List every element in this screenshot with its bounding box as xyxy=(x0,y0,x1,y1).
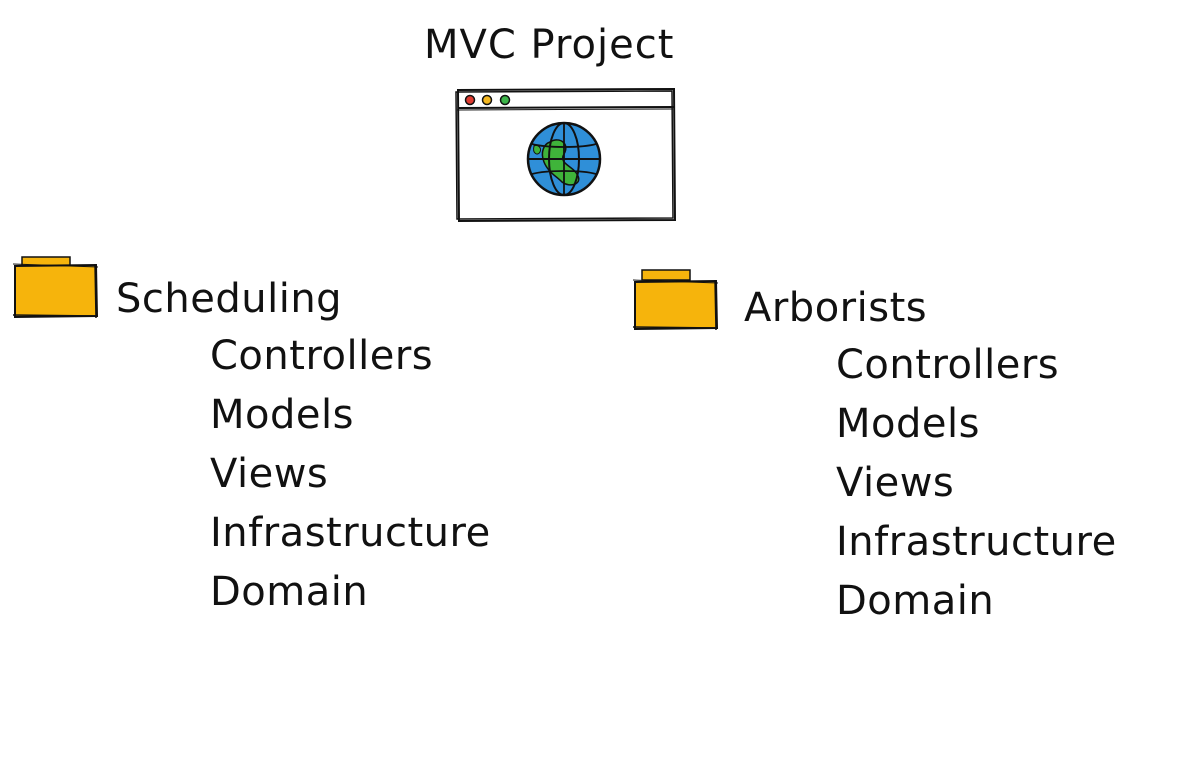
subfolder-views: Views xyxy=(210,451,329,497)
folder-icon xyxy=(632,269,719,331)
module-name: Arborists xyxy=(744,285,928,331)
module-name: Scheduling xyxy=(116,276,343,322)
folder-icon xyxy=(12,256,99,319)
subfolder-models: Models xyxy=(836,401,980,447)
subfolder-domain: Domain xyxy=(836,578,995,624)
subfolder-list: Controllers Models Views Infrastructure … xyxy=(210,327,491,622)
module-scheduling: Scheduling Controllers Models Views Infr… xyxy=(12,255,582,635)
diagram-title: MVC Project xyxy=(424,22,675,68)
module-arborists: Arborists Controllers Models Views Infra… xyxy=(632,266,1192,646)
subfolder-list: Controllers Models Views Infrastructure … xyxy=(836,336,1117,631)
subfolder-infrastructure: Infrastructure xyxy=(836,519,1117,565)
subfolder-views: Views xyxy=(836,460,955,506)
subfolder-models: Models xyxy=(210,392,354,438)
subfolder-controllers: Controllers xyxy=(210,333,434,379)
subfolder-infrastructure: Infrastructure xyxy=(210,510,491,556)
subfolder-domain: Domain xyxy=(210,569,369,615)
browser-window-globe-icon xyxy=(452,84,680,226)
subfolder-controllers: Controllers xyxy=(836,342,1060,388)
